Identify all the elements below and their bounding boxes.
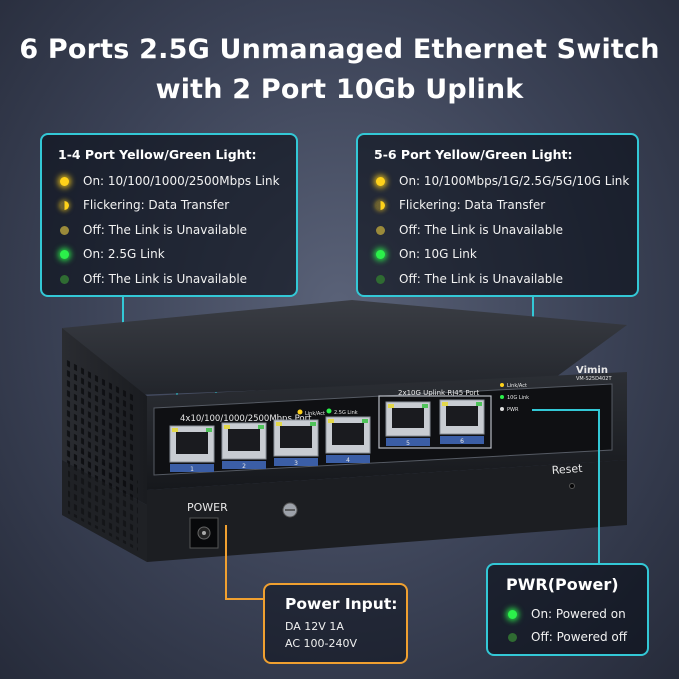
legend-row: Off: The Link is Unavailable xyxy=(376,222,563,238)
legend-row: On: 10/100Mbps/1G/2.5G/5G/10G Link xyxy=(376,173,629,189)
port-6: 6 xyxy=(439,399,485,445)
reset-hole xyxy=(569,483,575,489)
legend-row: On: 10G Link xyxy=(376,246,477,262)
legend-text: Flickering: Data Transfer xyxy=(399,198,546,212)
headline-line-1: 6 Ports 2.5G Unmanaged Ethernet Switch xyxy=(19,34,660,65)
legend-text: On: Powered on xyxy=(531,607,626,621)
legend2-pwr-label: PWR xyxy=(507,407,519,413)
port-3: 3 xyxy=(273,419,319,467)
port-group-1-label: 4x10/100/1000/2500Mbps Port xyxy=(180,414,312,424)
callout-title: 5-6 Port Yellow/Green Light: xyxy=(374,147,573,162)
legend-led-green-icon xyxy=(326,408,332,414)
led-green-off-icon xyxy=(60,274,69,284)
led-green-off-icon xyxy=(376,274,385,284)
led-green-on-icon xyxy=(508,609,517,619)
switch-base-front xyxy=(147,460,627,562)
callout-title: 1-4 Port Yellow/Green Light: xyxy=(58,147,257,162)
switch-device: 4x10/100/1000/2500Mbps Port Link/Act 2.5… xyxy=(62,300,627,562)
legend2-10g-label: 10G Link xyxy=(507,395,529,401)
legend-row: Off: The Link is Unavailable xyxy=(376,271,563,287)
reset-label: Reset xyxy=(551,462,583,477)
connector-pwr-horizontal xyxy=(532,409,600,411)
pwr-callout: PWR(Power) On: Powered on Off: Powered o… xyxy=(486,563,649,656)
legend-2-5g-label: 2.5G Link xyxy=(334,410,358,416)
port-bay-frame xyxy=(153,383,613,476)
legend-text: On: 10/100/1000/2500Mbps Link xyxy=(83,174,280,188)
led-yellow-on-icon xyxy=(376,176,385,186)
led-yellow-off-icon xyxy=(60,225,69,235)
legend-row: Off: Powered off xyxy=(508,629,627,645)
legend-text: Off: Powered off xyxy=(531,630,628,644)
connector-power-horizontal xyxy=(225,598,265,600)
port-2: 2 xyxy=(221,422,267,470)
legend-text: On: 10/100Mbps/1G/2.5G/5G/10G Link xyxy=(399,174,630,188)
power-input-line-2: AC 100-240V xyxy=(285,637,357,650)
legend-text: Off: The Link is Unavailable xyxy=(83,223,248,237)
port-group-2-label: 2x10G Uplink RJ45 Port xyxy=(398,389,480,397)
led-green-off-icon xyxy=(508,632,517,642)
led-yellow-off-icon xyxy=(376,225,385,235)
connector-pwr-vertical xyxy=(598,409,600,565)
connector-left-vertical xyxy=(122,297,124,345)
switch-top-face xyxy=(62,300,627,395)
legend-text: On: 2.5G Link xyxy=(83,247,165,261)
port-number-label: 1 xyxy=(190,466,194,473)
port-number-label: 3 xyxy=(294,460,298,467)
legend-row: Off: The Link is Unavailable xyxy=(60,271,247,287)
led-green-on-icon xyxy=(60,249,69,259)
legend-text: Off: The Link is Unavailable xyxy=(399,272,564,286)
power-jack-label: POWER xyxy=(187,501,228,514)
pwr-led-icon xyxy=(500,407,504,411)
legend-row: On: 10/100/1000/2500Mbps Link xyxy=(60,173,280,189)
port-number-label: 6 xyxy=(460,438,464,445)
legend2-link-act-label: Link/Act xyxy=(507,383,527,389)
uplink-port-frame xyxy=(378,395,492,449)
lower-vent-grille xyxy=(68,443,138,551)
legend-link-act-label: Link/Act xyxy=(305,411,325,417)
legend-row: Off: The Link is Unavailable xyxy=(60,222,247,238)
callout-ports-5-6: 5-6 Port Yellow/Green Light: On: 10/100M… xyxy=(356,133,639,297)
legend-row: On: Powered on xyxy=(508,606,626,622)
port-4: 4 xyxy=(325,416,371,464)
led-yellow-flicker-icon xyxy=(376,200,385,210)
callout-ports-1-4: 1-4 Port Yellow/Green Light: On: 10/100/… xyxy=(40,133,298,297)
model-label: VM-S25D402T xyxy=(576,376,612,382)
legend-led-yellow-icon xyxy=(297,409,303,415)
port-1: 1 xyxy=(169,425,215,473)
legend-text: Off: The Link is Unavailable xyxy=(83,272,248,286)
power-input-callout: Power Input: DA 12V 1A AC 100-240V xyxy=(263,583,408,664)
port-number-label: 5 xyxy=(406,440,410,447)
led-yellow-flicker-icon xyxy=(60,200,69,210)
legend-row: On: 2.5G Link xyxy=(60,246,165,262)
legend-text: Flickering: Data Transfer xyxy=(83,198,230,212)
legend-row: Flickering: Data Transfer xyxy=(376,197,545,213)
port-5-6-link-led-icon xyxy=(500,383,504,387)
legend-row: Flickering: Data Transfer xyxy=(60,197,229,213)
power-input-line-1: DA 12V 1A xyxy=(285,620,344,633)
port-number-label: 4 xyxy=(346,457,350,464)
headline-line-2: with 2 Port 10Gb Uplink xyxy=(155,74,524,105)
port-5: 5 xyxy=(385,401,431,447)
brand-label: Vimin xyxy=(576,365,608,376)
led-yellow-on-icon xyxy=(60,176,69,186)
port-5-6-10g-led-icon xyxy=(500,395,504,399)
legend-text: Off: The Link is Unavailable xyxy=(399,223,564,237)
port-number-label: 2 xyxy=(242,463,246,470)
power-input-title: Power Input: xyxy=(285,595,398,613)
led-green-on-icon xyxy=(376,249,385,259)
legend-text: On: 10G Link xyxy=(399,247,477,261)
connector-power-vertical xyxy=(225,525,227,600)
pwr-title: PWR(Power) xyxy=(506,575,619,594)
